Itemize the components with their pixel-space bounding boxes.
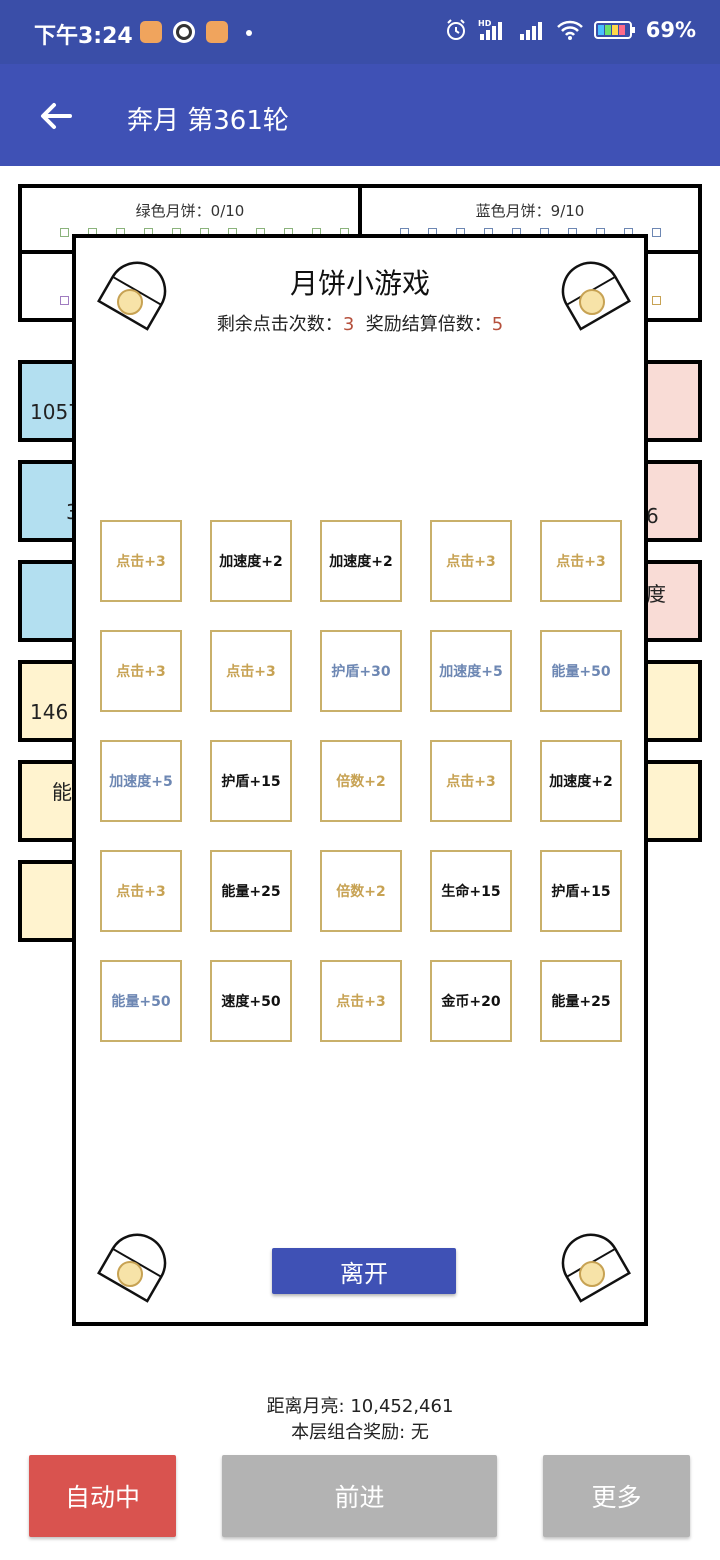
reward-cell[interactable]: 点击+3 <box>540 520 622 602</box>
moon-hatch-icon <box>561 1233 631 1303</box>
distance-text: 距离月亮: 10,452,461 <box>266 1396 454 1417</box>
tile-label: 6 <box>646 504 659 528</box>
status-icons: HD 69% <box>444 18 696 42</box>
reward-cell[interactable]: 点击+3 <box>210 630 292 712</box>
moon-hatch-icon <box>97 1233 167 1303</box>
wifi-icon <box>556 20 583 40</box>
reward-cell[interactable]: 能量+50 <box>540 630 622 712</box>
reward-cell[interactable]: 倍数+2 <box>320 850 402 932</box>
reward-cell[interactable]: 加速度+5 <box>430 630 512 712</box>
reward-cell[interactable]: 生命+15 <box>430 850 512 932</box>
page-title: 奔月 第361轮 <box>127 106 289 136</box>
reward-cell[interactable]: 护盾+15 <box>540 850 622 932</box>
multiplier-value: 5 <box>491 314 504 335</box>
signal-icon <box>519 22 542 40</box>
more-button[interactable]: 更多 <box>543 1455 690 1537</box>
auto-button[interactable]: 自动中 <box>29 1455 176 1537</box>
status-bar: 下午3:24 HD 69% <box>0 0 720 64</box>
combo-reward-text: 本层组合奖励: 无 <box>291 1422 429 1443</box>
clock-app-icon <box>173 21 195 43</box>
reward-cell[interactable]: 点击+3 <box>430 520 512 602</box>
reward-cell[interactable]: 能量+50 <box>100 960 182 1042</box>
purple-square <box>60 296 69 305</box>
yellow-square <box>652 296 661 305</box>
reward-cell[interactable]: 能量+25 <box>210 850 292 932</box>
hd-signal-icon: HD <box>478 19 502 40</box>
mooncake-game-dialog: 月饼小游戏 剩余点击次数：3 奖励结算倍数：5 点击+3 加速度+2 加速度+2 点击… <box>72 234 648 1326</box>
mooncake-slot <box>60 228 69 237</box>
reward-cell[interactable]: 点击+3 <box>100 520 182 602</box>
reward-cell[interactable]: 能量+25 <box>540 960 622 1042</box>
reward-cell[interactable]: 加速度+5 <box>100 740 182 822</box>
battery-icon <box>593 21 635 39</box>
mooncake-slot <box>652 228 661 237</box>
reward-cell[interactable]: 速度+50 <box>210 960 292 1042</box>
reward-cell[interactable]: 点击+3 <box>430 740 512 822</box>
app-bar: 奔月 第361轮 <box>0 64 720 166</box>
reward-cell[interactable]: 护盾+15 <box>210 740 292 822</box>
remaining-clicks-label: 剩余点击次数： <box>216 314 343 335</box>
game-stats: 剩余点击次数：3 奖励结算倍数：5 <box>76 310 644 336</box>
remaining-clicks-value: 3 <box>342 314 355 335</box>
tile-label: 度 <box>646 582 666 606</box>
reward-cell[interactable]: 加速度+2 <box>320 520 402 602</box>
reward-cell[interactable]: 点击+3 <box>320 960 402 1042</box>
tile-label: 能 <box>52 780 72 804</box>
moon-hatch-icon <box>97 261 167 331</box>
reward-cell[interactable]: 金币+20 <box>430 960 512 1042</box>
alarm-icon <box>446 19 465 40</box>
svg-text:HD: HD <box>478 19 492 28</box>
reward-cell[interactable]: 点击+3 <box>100 630 182 712</box>
app-notification-icon <box>140 21 162 43</box>
leave-button[interactable]: 离开 <box>272 1248 456 1294</box>
app-notification-icon <box>206 21 228 43</box>
battery-percent: 69% <box>645 18 696 42</box>
reward-cell[interactable]: 护盾+30 <box>320 630 402 712</box>
blue-mooncake-label: 蓝色月饼：9/10 <box>475 202 585 220</box>
game-title: 月饼小游戏 <box>289 267 430 300</box>
green-mooncake-label: 绿色月饼：0/10 <box>135 202 245 220</box>
reward-cell[interactable]: 倍数+2 <box>320 740 402 822</box>
notification-dot <box>246 30 252 36</box>
reward-cell[interactable]: 加速度+2 <box>540 740 622 822</box>
tile-label: 146 <box>30 700 69 724</box>
multiplier-label: 奖励结算倍数： <box>365 314 492 335</box>
arrow-left-icon[interactable] <box>36 96 76 136</box>
moon-hatch-icon <box>561 261 631 331</box>
reward-cell[interactable]: 点击+3 <box>100 850 182 932</box>
forward-button[interactable]: 前进 <box>222 1455 497 1537</box>
reward-cell[interactable]: 加速度+2 <box>210 520 292 602</box>
status-time: 下午3:24 <box>34 24 133 49</box>
